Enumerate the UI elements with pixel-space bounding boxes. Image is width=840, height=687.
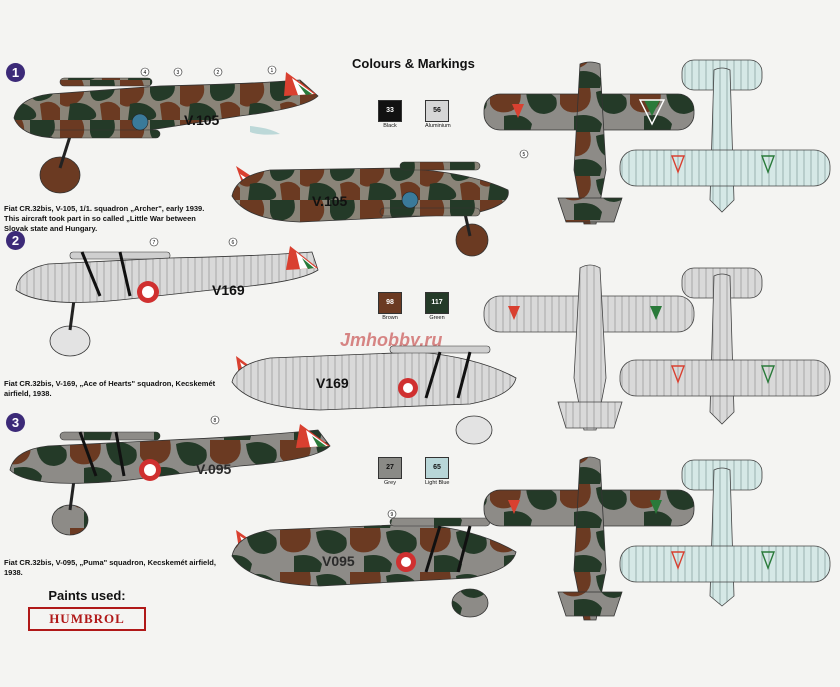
profile-2-right: V169 xyxy=(231,345,517,445)
svg-text:5: 5 xyxy=(523,152,526,158)
swatch: 33 xyxy=(378,100,402,122)
svg-text:6: 6 xyxy=(232,240,235,246)
swatch: 98 xyxy=(378,292,402,314)
profile-3-right: V095 xyxy=(231,517,517,618)
colour-chip-aluminium: 56 Aluminium xyxy=(425,100,451,129)
callout-7: 7 xyxy=(149,237,159,247)
profile-1-left: V.105 xyxy=(13,72,319,194)
profile-1-code-right: V.105 xyxy=(312,193,348,209)
swatch: 56 xyxy=(425,100,449,122)
swatch: 65 xyxy=(425,457,449,479)
profile-2-code: V169 xyxy=(212,282,245,298)
paints-used-label: Paints used: xyxy=(48,588,126,603)
profile-2-code-right: V169 xyxy=(316,375,349,391)
colour-chip-black: 33 Black xyxy=(378,100,402,129)
topview-3 xyxy=(483,456,695,621)
svg-text:2: 2 xyxy=(217,70,220,76)
callout-3: 3 xyxy=(173,67,183,77)
colour-chip-light-blue: 65 Light Blue xyxy=(425,457,449,486)
svg-text:1: 1 xyxy=(271,68,274,74)
topview-1 xyxy=(483,61,695,225)
paints-used: Paints used: HUMBROL xyxy=(28,588,146,631)
watermark: Jmhobby.ru xyxy=(340,330,443,350)
profile-3-code: V.095 xyxy=(196,461,232,477)
svg-text:3: 3 xyxy=(177,70,180,76)
swatch: 117 xyxy=(425,292,449,314)
scheme-caption-1: Fiat CR.32bis, V-105, 1/1. squadron „Arc… xyxy=(4,204,205,233)
scheme-caption-3: Fiat CR.32bis, V-095, „Puma" squadron, K… xyxy=(4,558,216,577)
scheme-number-2: 2 xyxy=(6,231,25,250)
callout-2: 2 xyxy=(213,67,223,77)
bottomview-1 xyxy=(619,59,831,213)
scheme-number-1: 1 xyxy=(6,63,25,82)
callout-6: 6 xyxy=(228,237,238,247)
colour-chip-green: 117 Green xyxy=(425,292,449,321)
page-title: Colours & Markings xyxy=(352,56,475,71)
svg-text:4: 4 xyxy=(144,70,147,76)
profile-3-left: V.095 xyxy=(9,424,331,536)
svg-text:9: 9 xyxy=(391,512,394,518)
bottomview-2 xyxy=(619,267,831,425)
topview-2 xyxy=(483,264,695,431)
scheme-caption-2: Fiat CR.32bis, V-169, „Ace of Hearts" sq… xyxy=(4,379,216,398)
svg-text:7: 7 xyxy=(153,240,156,246)
profile-1-right: V.105 xyxy=(231,161,509,257)
humbrol-logo: HUMBROL xyxy=(28,607,146,631)
swatch: 27 xyxy=(378,457,402,479)
callout-5: 5 xyxy=(519,149,529,159)
callout-1: 1 xyxy=(267,65,277,75)
callouts: 4 3 2 1 7 6 8 9 5 xyxy=(140,65,529,519)
svg-text:8: 8 xyxy=(214,418,217,424)
profile-3-code-right: V095 xyxy=(322,553,355,569)
callout-9: 9 xyxy=(387,509,397,519)
profile-2-left: V169 xyxy=(15,246,319,357)
bottomview-3 xyxy=(619,459,831,607)
colour-chip-grey: 27 Grey xyxy=(378,457,402,486)
callout-8: 8 xyxy=(210,415,220,425)
profile-1-code: V.105 xyxy=(184,112,220,128)
callout-4: 4 xyxy=(140,67,150,77)
scheme-number-3: 3 xyxy=(6,413,25,432)
colour-chip-brown: 98 Brown xyxy=(378,292,402,321)
